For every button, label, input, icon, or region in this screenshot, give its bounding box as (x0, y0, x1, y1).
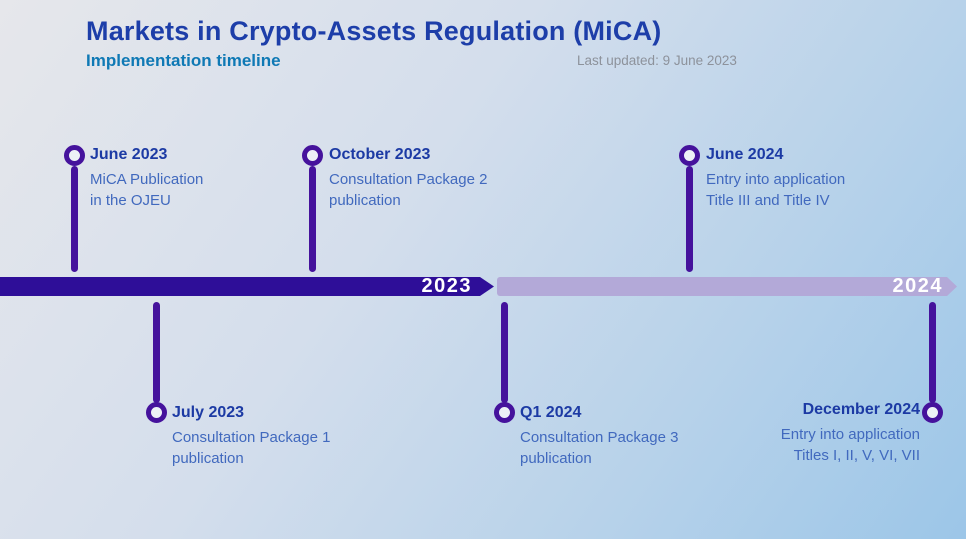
event-q1-2024: Q1 2024 Consultation Package 3 publicati… (520, 404, 770, 469)
event-description-line: Consultation Package 3 (520, 429, 679, 446)
event-description-line: Titles I, II, V, VI, VII (793, 447, 920, 464)
event-june-2023: June 2023 MiCA Publication in the OJEU (90, 146, 340, 211)
event-description-line: in the OJEU (90, 192, 171, 209)
timeline-segment-2024: 2024 (497, 277, 957, 296)
page-title: Markets in Crypto-Assets Regulation (MiC… (86, 16, 662, 46)
event-date: June 2024 (706, 146, 784, 163)
last-updated-text: Last updated: 9 June 2023 (577, 53, 737, 68)
timeline-marker-july-2023 (146, 402, 167, 423)
event-date: June 2023 (90, 146, 168, 163)
event-june-2024: June 2024 Entry into application Title I… (706, 146, 956, 211)
event-description-line: publication (329, 192, 401, 209)
event-description-line: MiCA Publication (90, 171, 204, 188)
year-label-2023: 2023 (421, 274, 472, 297)
timeline-segment-2023: 2023 (0, 277, 494, 296)
event-october-2023: October 2023 Consultation Package 2 publ… (329, 146, 579, 211)
timeline-marker-december-2024 (922, 402, 943, 423)
page-subtitle: Implementation timeline (86, 51, 281, 70)
event-description-line: publication (520, 450, 592, 467)
event-description-line: Title III and Title IV (706, 192, 830, 209)
event-date: October 2023 (329, 146, 431, 163)
year-label-2024: 2024 (892, 274, 943, 297)
event-description-line: Entry into application (706, 171, 846, 188)
event-december-2024: December 2024 Entry into application Tit… (670, 401, 920, 466)
timeline-stem-june-2023 (71, 166, 78, 272)
event-date: December 2024 (802, 401, 920, 418)
timeline-marker-june-2024 (679, 145, 700, 166)
event-july-2023: July 2023 Consultation Package 1 publica… (172, 404, 422, 469)
timeline-stem-july-2023 (153, 302, 160, 403)
event-date: Q1 2024 (520, 404, 582, 421)
timeline-marker-october-2023 (302, 145, 323, 166)
timeline-marker-june-2023 (64, 145, 85, 166)
timeline-stem-q1-2024 (501, 302, 508, 403)
event-description-line: Entry into application (780, 426, 920, 443)
timeline-stem-june-2024 (686, 166, 693, 272)
event-description-line: Consultation Package 2 (329, 171, 488, 188)
event-description-line: Consultation Package 1 (172, 429, 331, 446)
timeline-marker-q1-2024 (494, 402, 515, 423)
event-description-line: publication (172, 450, 244, 467)
timeline-stem-october-2023 (309, 166, 316, 272)
event-date: July 2023 (172, 404, 245, 421)
timeline-stem-december-2024 (929, 302, 936, 403)
